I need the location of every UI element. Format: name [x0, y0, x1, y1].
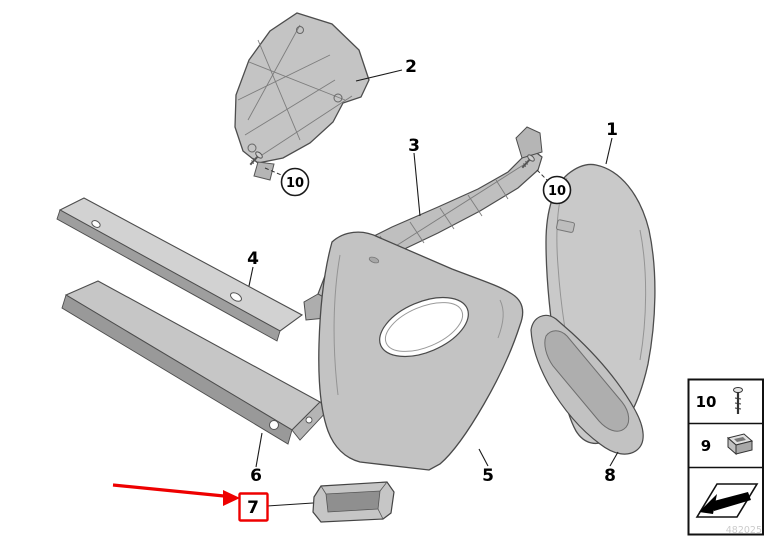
- legend-label-9[interactable]: 9: [701, 437, 711, 455]
- callout-6[interactable]: 6: [250, 466, 262, 486]
- dashed-leader-fastener-top: [264, 167, 287, 178]
- callout-7[interactable]: 7: [247, 498, 259, 518]
- highlight-annotation: [112, 483, 269, 522]
- callout-10-top[interactable]: 10: [280, 167, 310, 197]
- doc-number: 482025: [726, 525, 762, 536]
- screw-icon: [521, 154, 535, 169]
- direction-arrow-shaft: [710, 492, 751, 511]
- part-4-trim-strip: [56, 197, 304, 342]
- part-7-clip-channel: [312, 481, 395, 523]
- legend-screw-icon: [733, 387, 743, 414]
- legend-row-clip[interactable]: 9: [701, 433, 754, 456]
- part-5-trim-panel: [318, 231, 524, 471]
- legend-panel: 10 9: [687, 378, 764, 536]
- part-2-back-panel: [234, 12, 370, 181]
- leader-line-7: [266, 502, 314, 507]
- screw-icon: [249, 151, 263, 166]
- callout-10-right-label[interactable]: 10: [548, 184, 566, 199]
- part-6-trim-panel: [61, 280, 329, 445]
- leader-line-3: [413, 152, 421, 217]
- callout-2[interactable]: 2: [405, 57, 417, 77]
- leader-line-2: [355, 69, 403, 82]
- leader-line-6: [255, 432, 263, 468]
- legend-clip-icon: [726, 433, 754, 456]
- legend-direction-indicator: [695, 483, 759, 518]
- callout-5[interactable]: 5: [482, 466, 494, 486]
- leader-line-5: [478, 448, 489, 467]
- part-2-ribs: [237, 24, 353, 156]
- legend-label-10[interactable]: 10: [696, 393, 717, 411]
- direction-arrow-icon: [699, 494, 717, 514]
- callout-4[interactable]: 4: [247, 249, 259, 269]
- leader-line-8: [609, 451, 619, 467]
- part-8-lower-trim: [530, 314, 644, 455]
- leader-line-4: [248, 266, 254, 287]
- part-5-cutout: [379, 296, 469, 358]
- leader-line-1: [605, 137, 613, 165]
- callout-10-right[interactable]: 10: [542, 175, 572, 205]
- callout-10-top-label[interactable]: 10: [286, 176, 304, 191]
- highlight-box-7: [238, 492, 269, 522]
- legend-row-screw[interactable]: 10: [696, 387, 743, 415]
- callout-3[interactable]: 3: [408, 136, 420, 156]
- callout-1[interactable]: 1: [606, 120, 618, 140]
- highlight-arrow-shaft: [112, 483, 225, 498]
- callout-8[interactable]: 8: [604, 466, 616, 486]
- highlight-arrow-head: [223, 490, 240, 506]
